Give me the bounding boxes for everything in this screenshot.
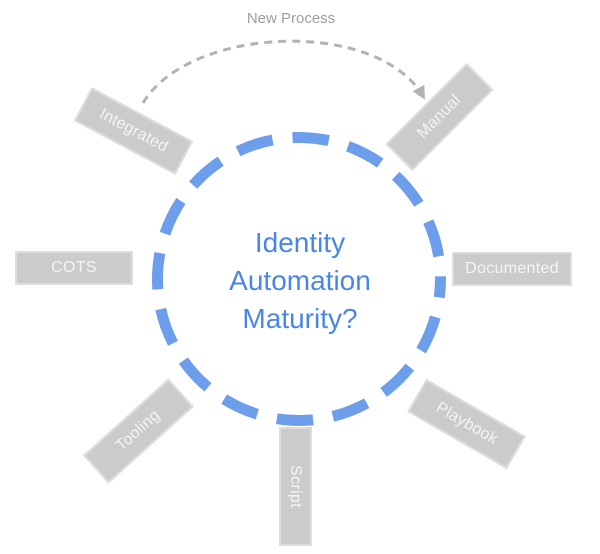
node-cots-label: COTS — [51, 259, 97, 276]
node-documented: Documented — [452, 252, 572, 286]
new-process-arrow — [141, 39, 426, 104]
center-title-line-3: Maturity? — [242, 303, 358, 334]
center-title-line-1: Identity — [254, 227, 346, 258]
node-documented-label: Documented — [465, 260, 559, 277]
node-cots: COTS — [15, 251, 133, 285]
dashed-maturity-circle — [152, 132, 446, 426]
new-process-label: New Process — [246, 10, 336, 27]
center-title-line-2: Automation — [229, 265, 371, 296]
center-title: Identity Automation Maturity? — [170, 224, 430, 338]
node-script-label: Script — [287, 465, 305, 508]
node-script: Script — [279, 427, 312, 546]
